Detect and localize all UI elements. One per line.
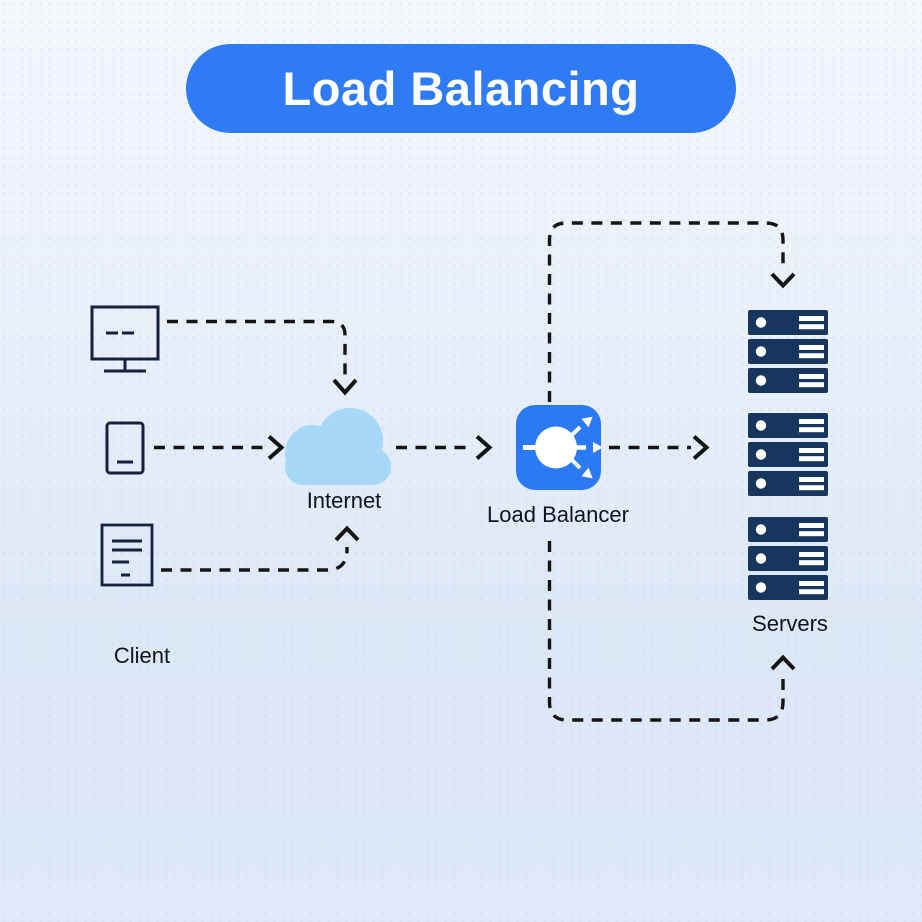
server-unit bbox=[748, 575, 828, 600]
server-rack-bottom bbox=[748, 517, 828, 600]
server-unit bbox=[748, 517, 828, 542]
desktop-icon bbox=[90, 305, 160, 373]
server-unit bbox=[748, 339, 828, 364]
client-label: Client bbox=[113, 643, 171, 668]
servers-label: Servers bbox=[752, 611, 828, 636]
arrow-loadbalancer-to-bottom-rack bbox=[547, 541, 796, 722]
server-unit bbox=[748, 368, 828, 393]
document-icon bbox=[100, 523, 154, 587]
mobile-icon bbox=[105, 421, 145, 475]
title-banner: Load Balancing bbox=[186, 44, 736, 133]
internet-cloud-icon bbox=[285, 408, 391, 485]
server-unit bbox=[748, 310, 828, 335]
page-title: Load Balancing bbox=[282, 62, 640, 115]
server-unit bbox=[748, 546, 828, 571]
arrow-loadbalancer-to-top-rack bbox=[547, 221, 796, 402]
arrow-desktop-to-internet bbox=[167, 319, 358, 396]
arrow-mobile-to-internet bbox=[154, 434, 285, 461]
load-balancer-label: Load Balancer bbox=[487, 502, 629, 527]
load-balancer-icon bbox=[516, 405, 603, 490]
arrow-loadbalancer-to-middle-rack bbox=[609, 434, 710, 461]
server-rack-middle bbox=[748, 413, 828, 496]
arrow-internet-to-loadbalancer bbox=[396, 434, 493, 461]
arrow-document-to-internet bbox=[161, 525, 360, 572]
server-unit bbox=[748, 413, 828, 438]
server-unit bbox=[748, 442, 828, 467]
internet-label: Internet bbox=[306, 488, 382, 513]
server-rack-top bbox=[748, 310, 828, 393]
server-unit bbox=[748, 471, 828, 496]
